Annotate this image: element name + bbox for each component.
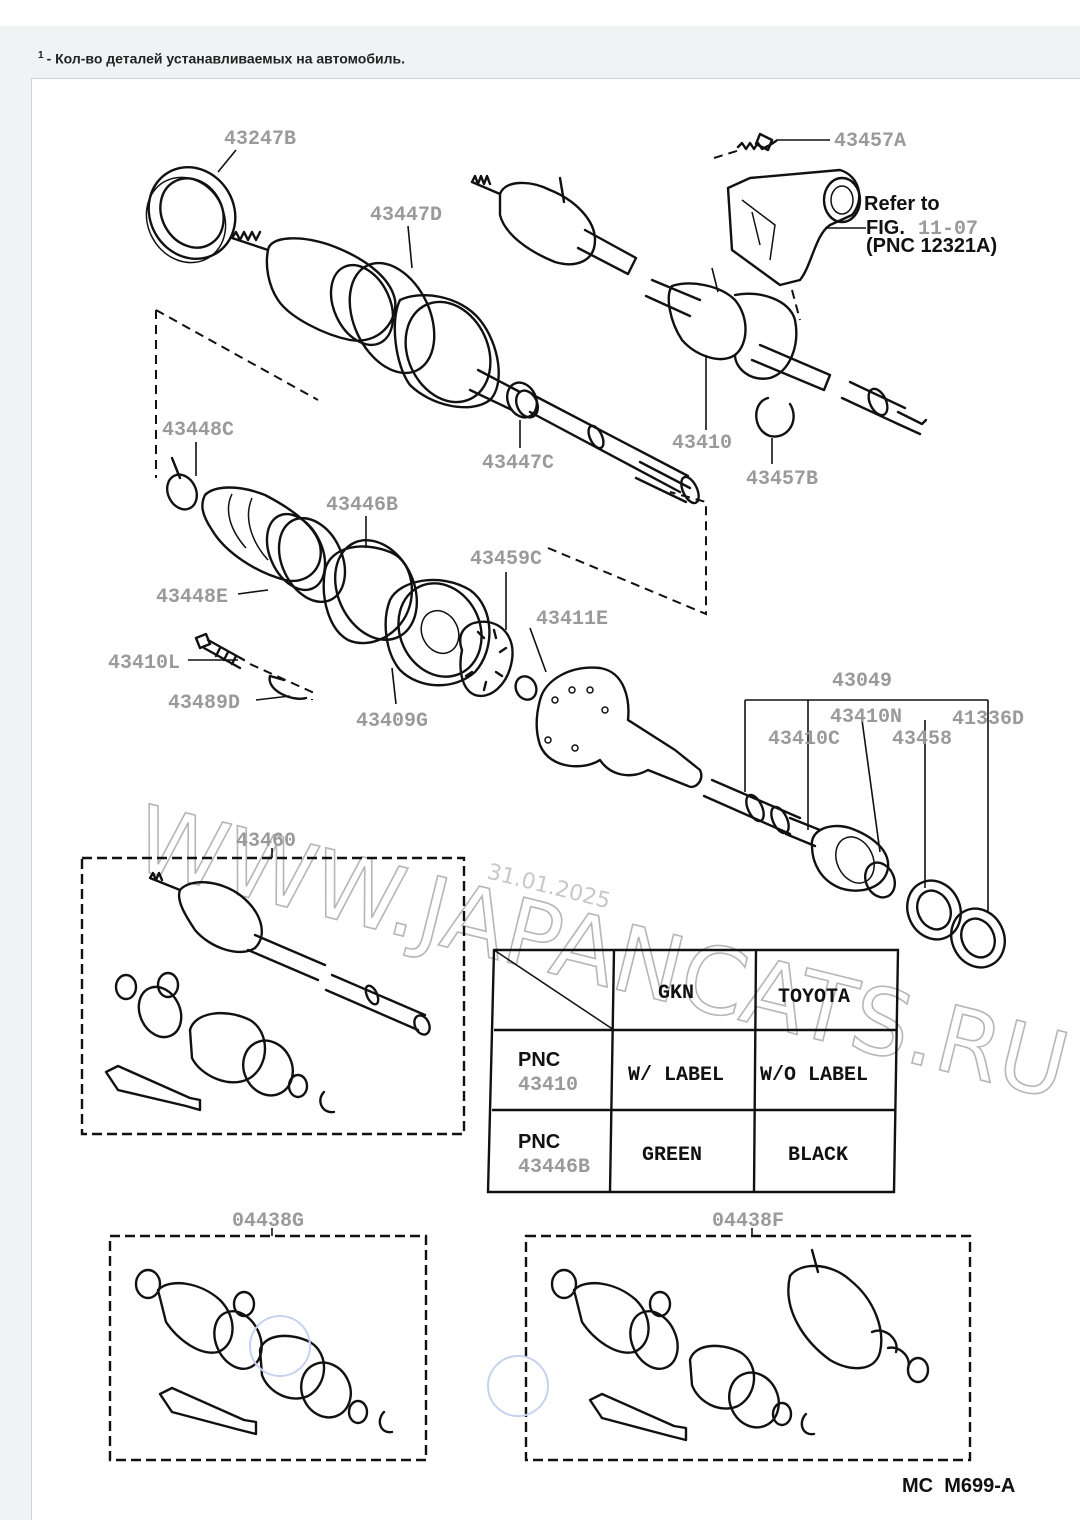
pnc-reference: (PNC 12321A) (866, 235, 997, 257)
diagram-panel (31, 78, 1080, 1520)
quantity-note: 1- Кол-во деталей устанавливаемых на авт… (38, 50, 405, 67)
bolt-43410L (188, 632, 246, 670)
label-43410: 43410 (672, 432, 732, 455)
label-43460: 43460 (236, 830, 296, 853)
drive-shaft-assembly (230, 225, 700, 505)
kit-04438F (487, 1228, 972, 1462)
table-row2-pn: 43446B (518, 1156, 590, 1179)
label-43457A: 43457A (834, 130, 906, 153)
label-04438G: 04438G (232, 1210, 304, 1233)
fig-label: FIG. (866, 217, 905, 239)
label-43410N: 43410N (830, 706, 902, 729)
seal-43247B (145, 149, 237, 264)
label-41336D: 41336D (952, 708, 1024, 731)
washer-43489D (249, 663, 313, 701)
table-col-gkn: GKN (658, 982, 694, 1005)
snap-ring-43411E (514, 627, 547, 701)
note-marker: 1 (38, 50, 44, 61)
label-43409G: 43409G (356, 710, 428, 733)
kit-04438G (108, 1228, 428, 1462)
label-43459C: 43459C (470, 548, 542, 571)
table-row2-gkn: GREEN (642, 1144, 702, 1167)
label-43457B: 43457B (746, 468, 818, 491)
label-04438F: 04438F (712, 1210, 784, 1233)
table-row2-toyota: BLACK (788, 1144, 848, 1167)
boot-clamp-43448C (166, 442, 198, 511)
boot-band-43446B (277, 516, 367, 604)
label-43448C: 43448C (162, 419, 234, 442)
label-43411E: 43411E (536, 608, 608, 631)
label-43049: 43049 (832, 670, 892, 693)
label-43447D: 43447D (370, 204, 442, 227)
top-bar (0, 0, 1080, 26)
bracket-43457A (713, 132, 866, 321)
parts-diagram: WWW.JAPANCATS.RU 31.01.2025 (80, 128, 1079, 1497)
label-43448E: 43448E (156, 586, 228, 609)
label-43410C: 43410C (768, 728, 840, 751)
ring-43459C (459, 572, 514, 698)
group-frame (155, 309, 707, 616)
label-43458: 43458 (892, 728, 952, 751)
table-col-toyota: TOYOTA (778, 986, 850, 1009)
pnc-table: GKN TOYOTA PNC 43410 W/ LABEL W/O LABEL … (486, 948, 900, 1194)
refer-to-label: Refer to (864, 193, 940, 215)
boot-43448E (201, 486, 327, 595)
label-43410L: 43410L (108, 652, 180, 675)
table-row1-gkn: W/ LABEL (628, 1064, 724, 1087)
label-43447C: 43447C (482, 452, 554, 475)
label-43247B: 43247B (224, 128, 296, 151)
inner-shaft-assembly (470, 174, 928, 436)
outer-joint-43409G (322, 539, 491, 705)
table-row1-pn: 43410 (518, 1074, 578, 1097)
snap-ring-43457B (755, 396, 795, 464)
note-text: - Кол-во деталей устанавливаемых на авто… (46, 50, 405, 67)
fig-number: 11-07 (918, 218, 978, 241)
label-43489D: 43489D (168, 692, 240, 715)
table-row1-toyota: W/O LABEL (760, 1064, 868, 1087)
table-row1-head: PNC (518, 1049, 560, 1071)
label-43446B: 43446B (326, 494, 398, 517)
diagram-code: MC M699-A (902, 1475, 1015, 1497)
kit-43460 (80, 848, 466, 1136)
outer-housing-43049 (535, 666, 1006, 969)
table-row2-head: PNC (518, 1131, 560, 1153)
